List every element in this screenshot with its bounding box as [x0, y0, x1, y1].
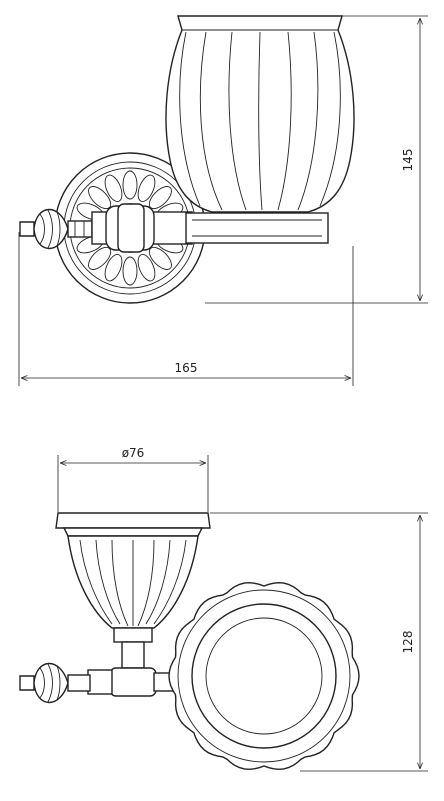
front-cup	[165, 15, 355, 213]
dim-diameter-label: ø76	[122, 446, 145, 460]
dim-165: 165	[18, 232, 354, 386]
rosette-petal	[122, 170, 138, 200]
dim-165-label: 165	[175, 361, 198, 375]
front-holder-arm	[91, 203, 329, 253]
rosette-petal	[104, 174, 123, 202]
front-finial-knob	[19, 208, 93, 250]
front-view: 145 165	[18, 15, 428, 386]
rosette-petal	[122, 256, 138, 286]
side-holder	[87, 627, 183, 697]
dim-diameter: ø76	[57, 446, 209, 512]
dim-128: 128	[210, 512, 428, 772]
side-cup	[55, 512, 211, 629]
dim-128-label: 128	[401, 631, 415, 654]
dim-145: 145	[205, 15, 428, 304]
side-view: ø76 128	[19, 446, 428, 772]
side-finial-knob	[19, 662, 91, 704]
dim-145-label: 145	[401, 149, 415, 172]
rosette-petal	[104, 254, 123, 282]
side-scalloped-plate	[168, 581, 360, 771]
rosette-petal	[137, 174, 156, 202]
rosette-petal	[137, 254, 156, 282]
